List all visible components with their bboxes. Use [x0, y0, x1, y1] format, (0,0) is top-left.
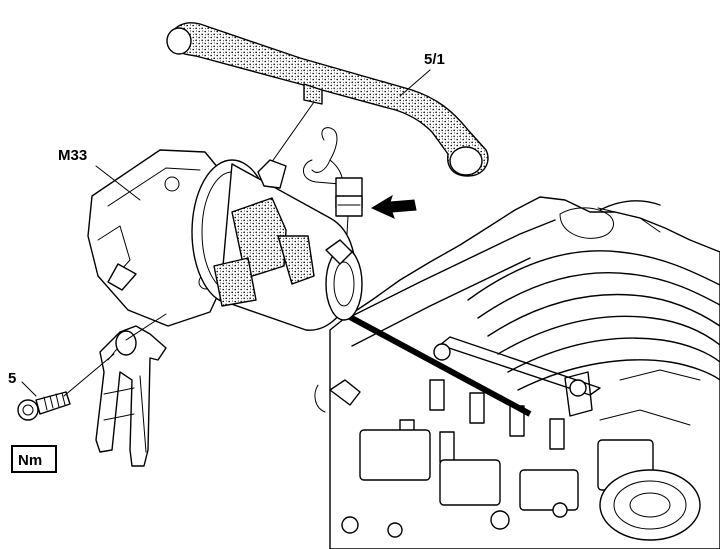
leader-label-5	[21, 381, 37, 397]
leader-thick	[346, 313, 532, 417]
label-torque: Nm	[18, 452, 42, 469]
leader-label-5-1	[399, 69, 431, 97]
engine-assembly	[314, 196, 720, 549]
air-hose-5-1	[166, 22, 489, 177]
label-hose: 5/1	[424, 51, 445, 68]
label-bolt: 5	[8, 370, 16, 387]
leader-label-m33	[95, 165, 141, 201]
torque-badge: Nm	[11, 445, 57, 473]
leader-bolt-to-bracket	[63, 353, 115, 397]
arrow-icon	[370, 194, 417, 219]
secondary-air-pump-m33	[87, 149, 363, 331]
electrical-connector	[303, 127, 363, 217]
leader-bracket-to-pump	[125, 313, 167, 341]
bolt-5	[17, 391, 71, 421]
label-pump: M33	[58, 147, 87, 164]
mounting-bracket	[95, 325, 167, 467]
